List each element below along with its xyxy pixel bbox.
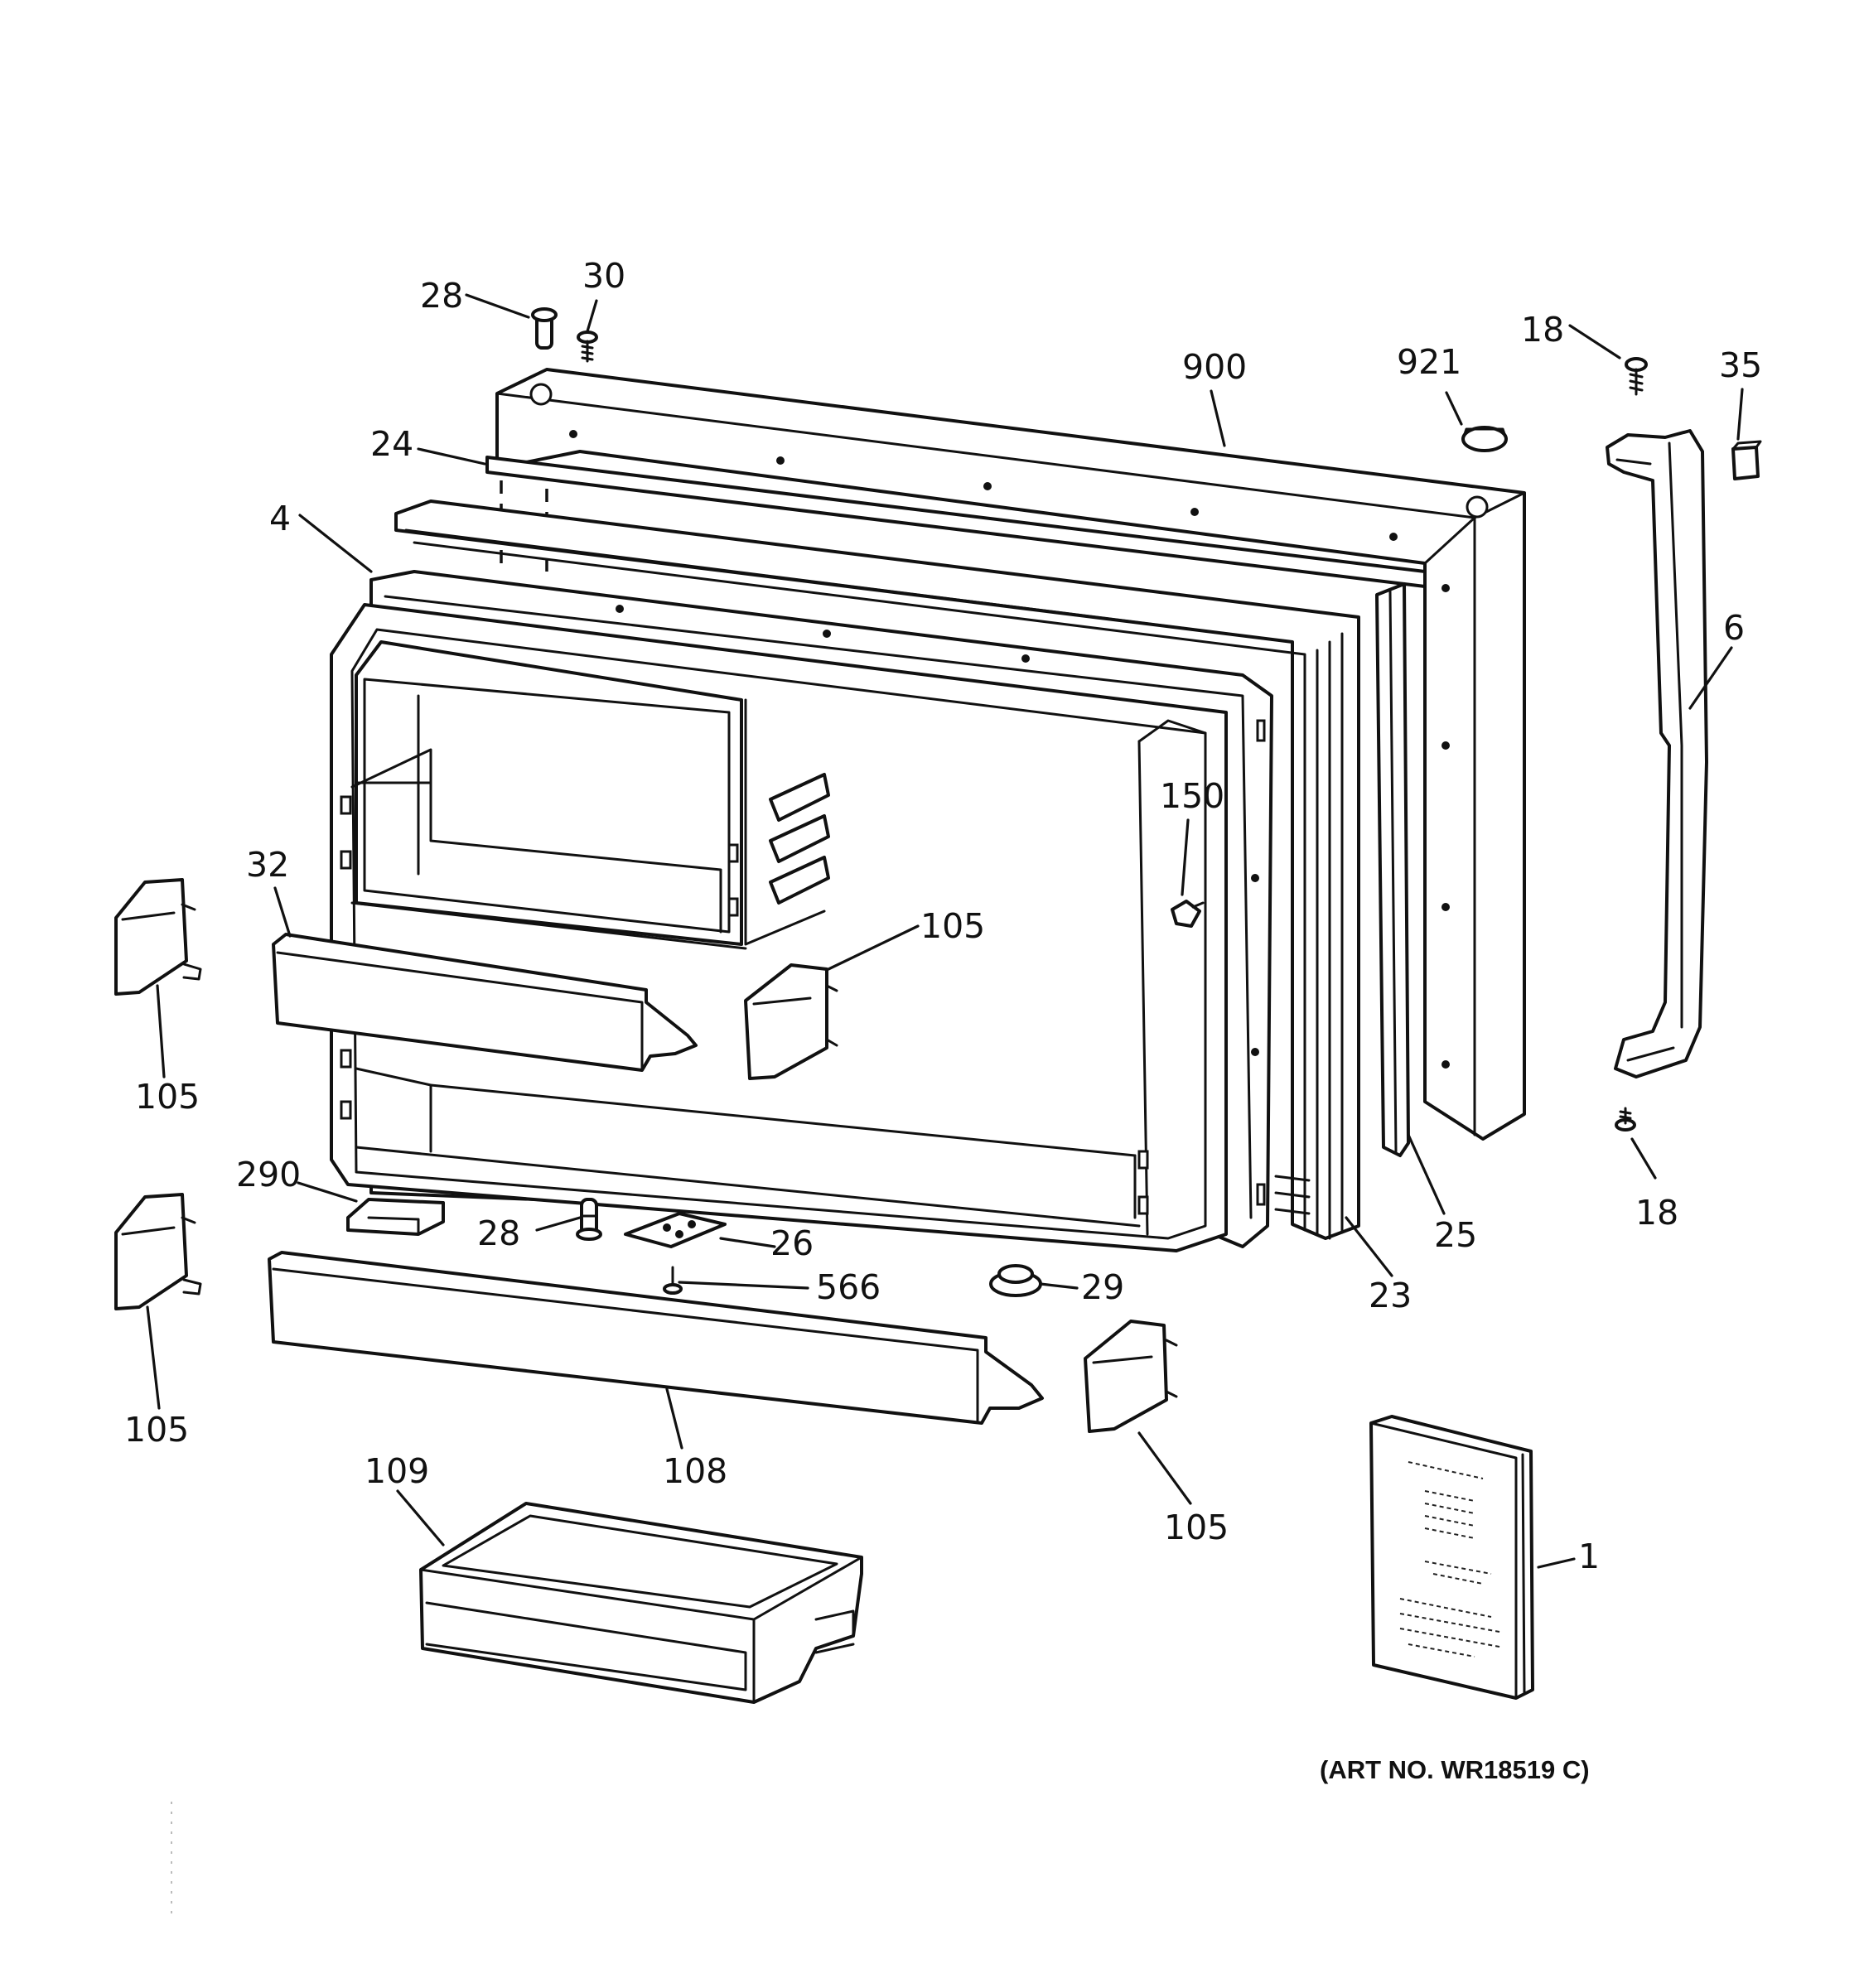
bushing-29 — [989, 1264, 1042, 1297]
callout-30: 30 — [582, 256, 625, 296]
shelf-bracket-right — [1084, 1320, 1178, 1433]
callout-labels: 28 30 24 4 900 921 18 35 6 150 32 105 10… — [124, 256, 1762, 1576]
door-shelf-bar-108 — [268, 1251, 1044, 1425]
door-outer-shell — [495, 368, 1526, 1141]
gasket-strip — [1375, 582, 1410, 1157]
screw-28-top — [531, 307, 558, 350]
leader-lines — [146, 293, 1744, 1569]
callout-108: 108 — [663, 1451, 727, 1491]
callout-18-bottom: 18 — [1635, 1193, 1678, 1233]
callout-25: 25 — [1434, 1215, 1477, 1255]
callout-105-left-bottom: 105 — [124, 1410, 189, 1450]
art-number: (ART NO. WR18519 C) — [1320, 1755, 1590, 1784]
door-shelf-bar-32 — [272, 933, 698, 1072]
door-handle — [1606, 429, 1708, 1078]
callout-18-top: 18 — [1521, 310, 1564, 350]
callout-28-mid: 28 — [477, 1214, 520, 1253]
shelf-bracket-left-top — [114, 878, 202, 996]
screw-566 — [663, 1266, 683, 1295]
callout-900: 900 — [1182, 347, 1247, 387]
callout-32: 32 — [246, 845, 289, 885]
callout-35: 35 — [1719, 345, 1762, 385]
callout-109: 109 — [365, 1451, 429, 1491]
block-290 — [346, 1198, 445, 1236]
owners-manual — [1369, 1415, 1534, 1700]
shelf-bracket-left-bottom — [114, 1193, 202, 1310]
plug-button — [1461, 426, 1508, 452]
callout-150: 150 — [1160, 776, 1224, 816]
door-bin-109 — [419, 1502, 863, 1704]
callout-6: 6 — [1723, 608, 1745, 648]
callout-1: 1 — [1578, 1537, 1600, 1576]
callout-566: 566 — [816, 1267, 881, 1307]
callout-26: 26 — [770, 1223, 814, 1263]
screw-30 — [577, 331, 598, 363]
callout-105-left-top: 105 — [135, 1077, 200, 1117]
callout-105-mid: 105 — [920, 906, 985, 946]
callout-921: 921 — [1397, 342, 1461, 382]
hinge-plate-26 — [624, 1212, 727, 1248]
callout-24: 24 — [370, 424, 413, 464]
door-gasket — [394, 499, 1360, 1240]
callout-105-right: 105 — [1164, 1508, 1229, 1547]
callout-23: 23 — [1369, 1276, 1412, 1315]
pin-28-mid — [576, 1198, 602, 1241]
door-liner-frame — [330, 603, 1228, 1252]
handle-cap — [1731, 440, 1762, 480]
callout-29: 29 — [1081, 1267, 1124, 1307]
screw-18-top — [1625, 357, 1648, 396]
callout-290: 290 — [236, 1155, 301, 1194]
door-top-trim — [485, 456, 1427, 588]
shelf-bracket-mid — [744, 963, 838, 1080]
door-stop-part-150 — [1171, 900, 1205, 928]
callout-4: 4 — [269, 499, 291, 538]
callout-28-top: 28 — [420, 276, 463, 316]
screw-18-bottom — [1615, 1107, 1636, 1132]
